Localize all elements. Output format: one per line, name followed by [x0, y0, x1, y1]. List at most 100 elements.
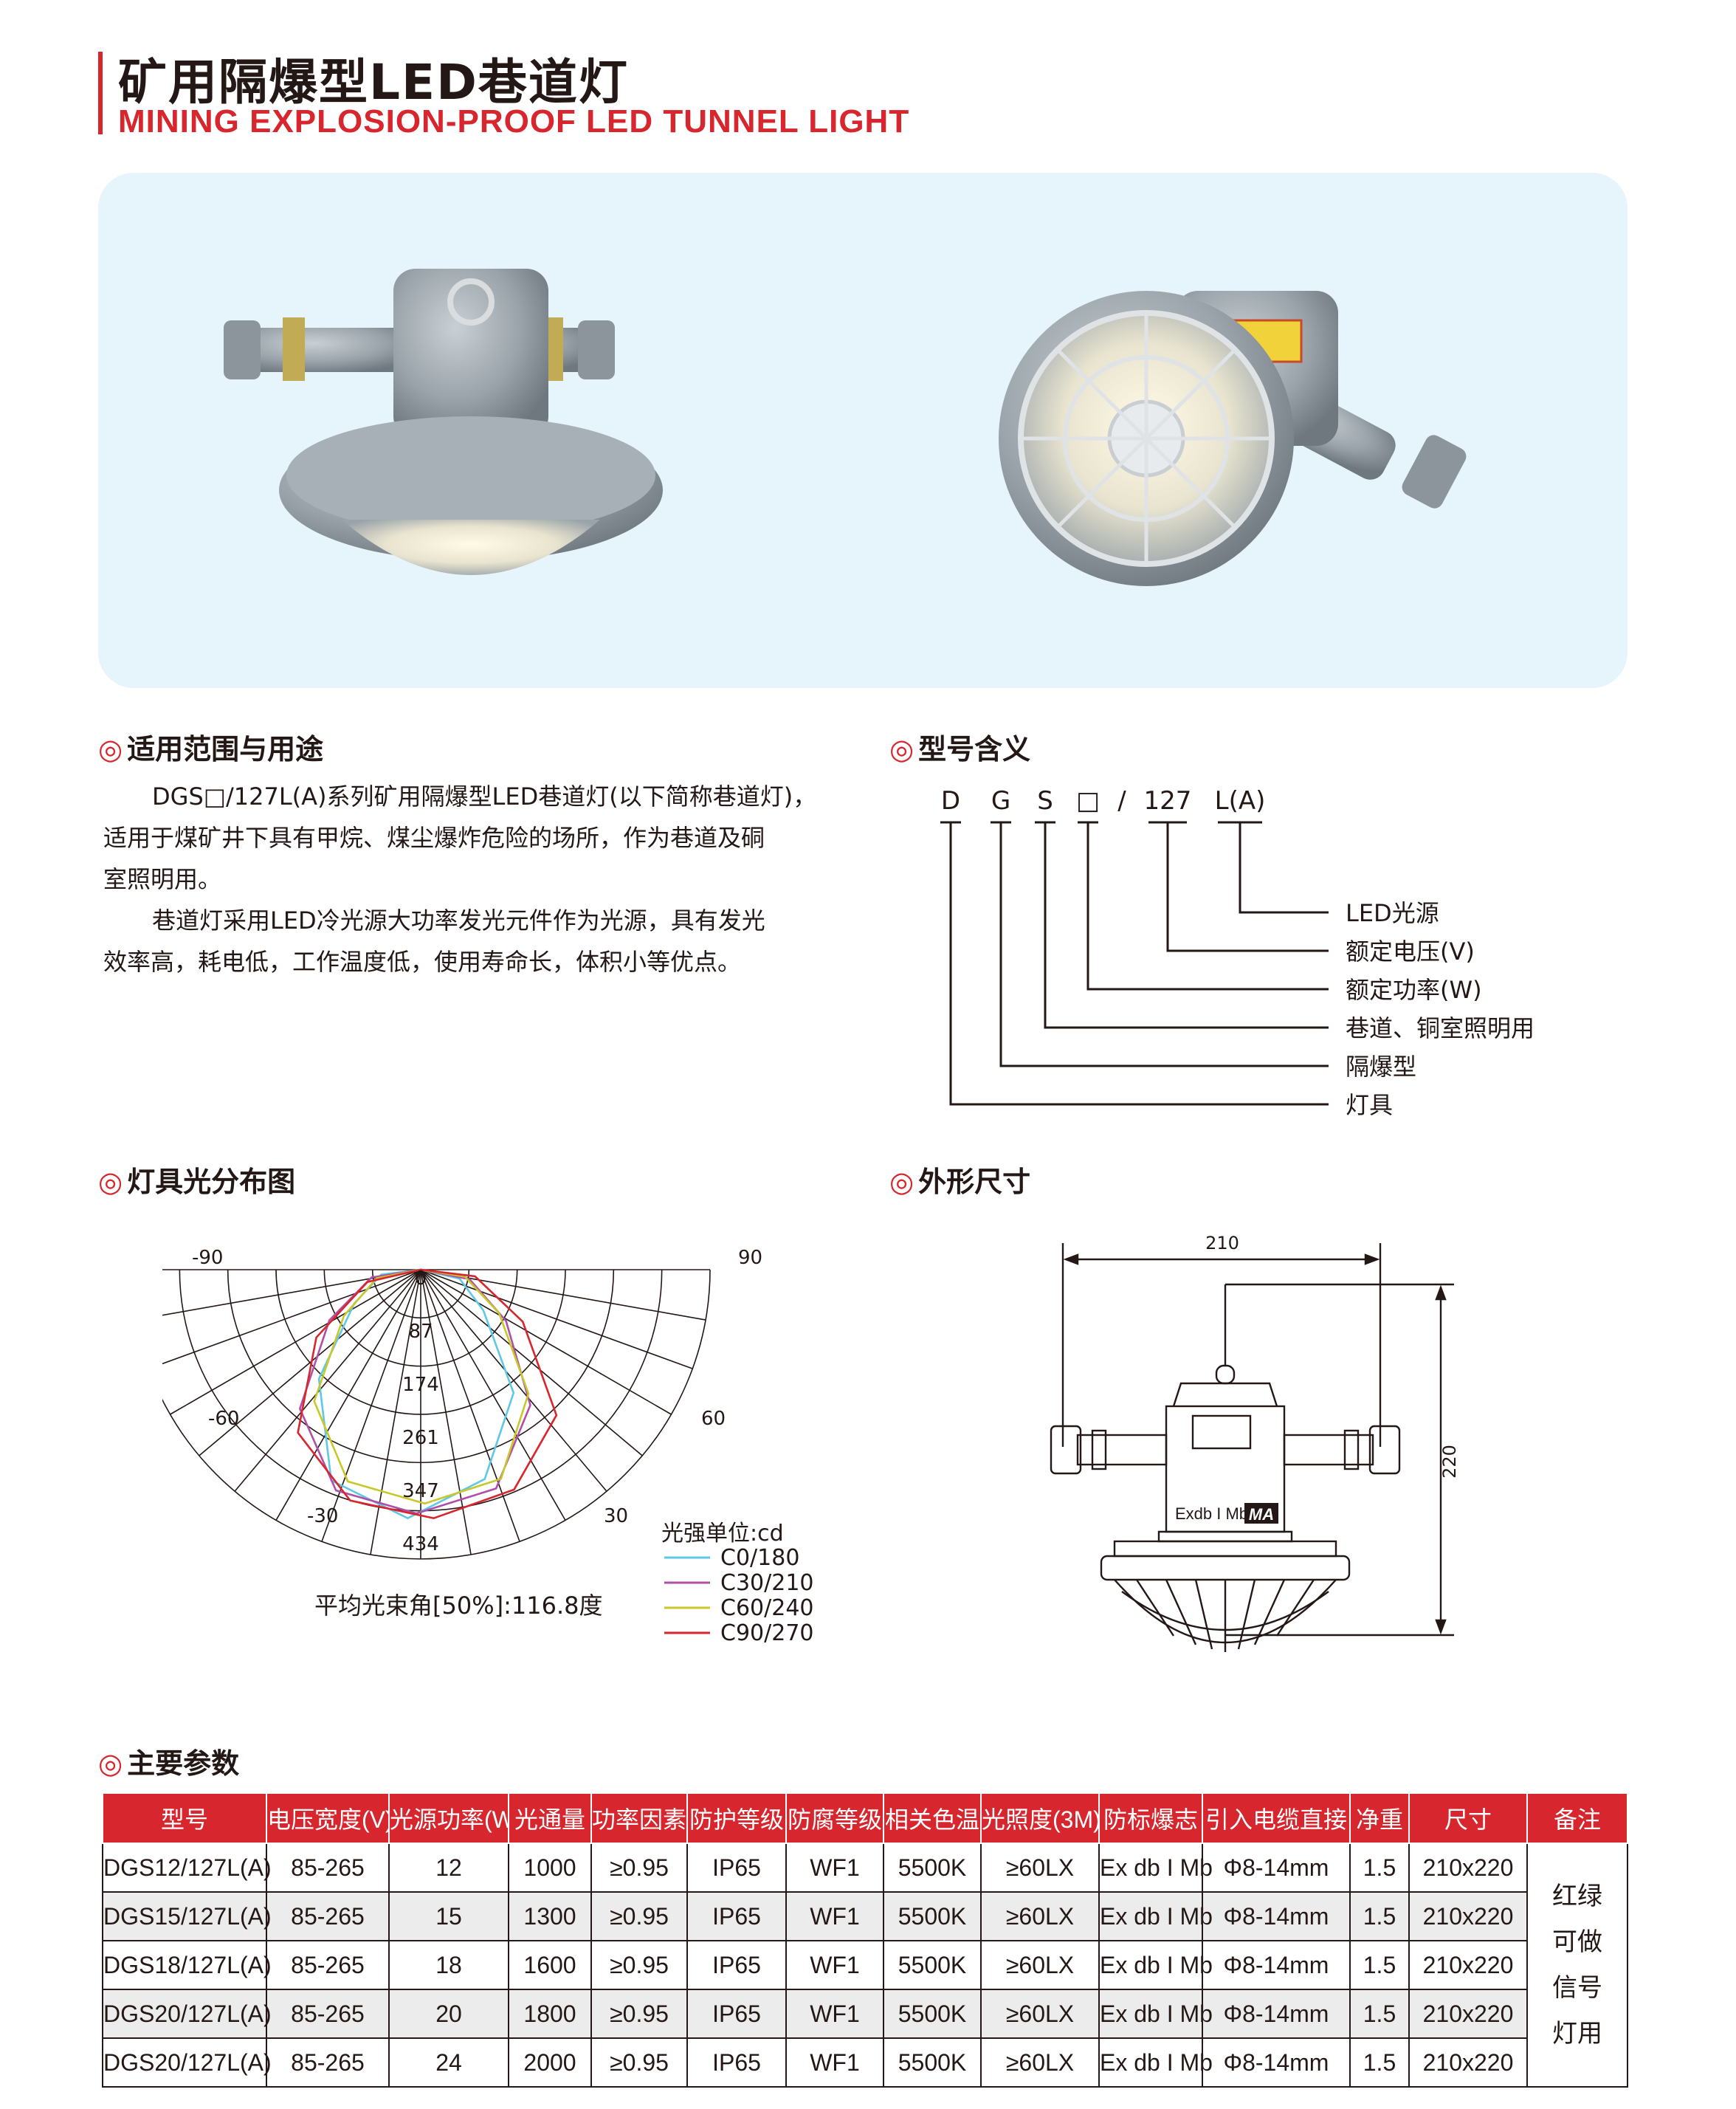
- section-bullet-icon: ◎: [889, 1166, 914, 1198]
- angle-label: 60: [701, 1408, 726, 1430]
- angle-label: -60: [208, 1408, 239, 1430]
- table-cell: DGS20/127L(A): [102, 1989, 272, 2039]
- table-cell: 5500K: [883, 1891, 982, 1941]
- table-cell: 85-265: [266, 1940, 390, 1990]
- product-photos: [224, 269, 1467, 586]
- table-cell: IP65: [686, 1989, 787, 2039]
- table-cell: 12: [388, 1843, 509, 1893]
- table-note-cell: 红绿可做信号灯用: [1526, 1843, 1628, 2088]
- section-title-dimensions: ◎外形尺寸: [889, 1166, 1031, 1198]
- model-letter: 127: [1144, 786, 1192, 816]
- polar-spoke: [420, 1269, 520, 1542]
- model-meaning: 隔爆型: [1346, 1053, 1416, 1081]
- table-cell: ≥60LX: [980, 1989, 1100, 2039]
- table-header-cell: 型号: [102, 1792, 267, 1844]
- usage-line: 巷道灯采用LED冷光源大功率发光元件作为光源，具有发光: [152, 906, 765, 935]
- table-cell: 1300: [508, 1891, 592, 1941]
- table-cell: WF1: [785, 2037, 884, 2088]
- table-cell: 5500K: [883, 1843, 982, 1893]
- table-cell: ≥0.95: [590, 1989, 688, 2039]
- table-cell: WF1: [785, 1989, 884, 2039]
- model-meaning: 灯具: [1346, 1091, 1393, 1119]
- table-cell: ≥0.95: [590, 2037, 688, 2088]
- table-cell: 1.5: [1349, 1989, 1410, 2039]
- distribution-curve: [313, 1268, 530, 1505]
- model-letter: G: [991, 786, 1010, 816]
- table-cell: 2000: [508, 2037, 592, 2088]
- table-cell: ≥0.95: [590, 1940, 688, 1990]
- polar-spoke: [321, 1269, 421, 1542]
- parameters-table: 型号电压宽度(V)光源功率(W)光通量功率因素防护等级防腐等级相关色温光照度(3…: [102, 1792, 1628, 2088]
- table-cell: DGS15/127L(A): [102, 1891, 272, 1941]
- page-subtitle: MINING EXPLOSION-PROOF LED TUNNEL LIGHT: [118, 103, 910, 140]
- table-cell: 210x220: [1408, 2037, 1528, 2088]
- table-cell: 5500K: [883, 2037, 982, 2088]
- table-cell: 1600: [508, 1940, 592, 1990]
- table-cell: WF1: [785, 1891, 884, 1941]
- section-title-usage: ◎适用范围与用途: [98, 733, 324, 765]
- table-header-cell: 功率因素: [590, 1792, 688, 1844]
- note-line: 信号: [1552, 1974, 1602, 2002]
- table-cell: 85-265: [266, 2037, 390, 2088]
- width-dimension-label: 210: [1205, 1233, 1239, 1253]
- table-cell: 210x220: [1408, 1891, 1528, 1941]
- table-cell: Ex db I Mb: [1098, 1989, 1213, 2039]
- table-cell: IP65: [686, 1843, 787, 1893]
- table-header-cell: 相关色温: [883, 1792, 982, 1844]
- table-header-cell: 备注: [1526, 1792, 1628, 1844]
- legend-label: C30/210: [720, 1570, 814, 1596]
- section-title-model: ◎型号含义: [889, 733, 1031, 765]
- polar-spoke: [420, 1269, 672, 1415]
- table-cell: DGS18/127L(A): [102, 1940, 272, 1990]
- table-cell: 85-265: [266, 1989, 390, 2039]
- height-dimension-label: 220: [1439, 1445, 1460, 1479]
- section-bullet-icon: ◎: [98, 733, 123, 765]
- usage-line: 效率高，耗电低，工作温度低，使用寿命长，体积小等优点。: [103, 948, 742, 976]
- table-cell: Φ8-14mm: [1202, 1843, 1351, 1893]
- ma-badge: [1244, 1503, 1278, 1524]
- table-cell: 85-265: [266, 1891, 390, 1941]
- product-photo-panel: [98, 173, 1628, 688]
- polar-spoke: [420, 1269, 607, 1492]
- angle-label: 30: [604, 1505, 628, 1527]
- table-header-cell: 尺寸: [1408, 1792, 1528, 1844]
- lamp-front-photo: [224, 269, 663, 575]
- model-letter: □: [1076, 786, 1100, 816]
- usage-description: DGS□/127L(A)系列矿用隔爆型LED巷道灯(以下简称巷道灯)， 适用于煤…: [103, 776, 900, 983]
- table-cell: 5500K: [883, 1940, 982, 1990]
- polar-spoke: [170, 1269, 421, 1415]
- beam-angle-note: 平均光束角[50%]:116.8度: [314, 1592, 603, 1620]
- table-cell: Ex db I Mb: [1098, 1940, 1213, 1990]
- table-cell: ≥60LX: [980, 2037, 1100, 2088]
- section-bullet-icon: ◎: [98, 1747, 123, 1780]
- legend-label: C90/270: [720, 1620, 814, 1646]
- table-cell: Φ8-14mm: [1202, 1891, 1351, 1941]
- table-cell: 5500K: [883, 1989, 982, 2039]
- angle-label: -30: [307, 1505, 338, 1527]
- table-cell: 1.5: [1349, 1843, 1410, 1893]
- section-title-params: ◎主要参数: [98, 1747, 240, 1780]
- table-header-row: 型号电压宽度(V)光源功率(W)光通量功率因素防护等级防腐等级相关色温光照度(3…: [102, 1792, 1628, 1844]
- table-header-cell: 防标爆志: [1098, 1792, 1203, 1844]
- table-cell: Ex db I Mb: [1098, 1891, 1213, 1941]
- model-meaning: LED光源: [1346, 899, 1439, 927]
- note-line: 可做: [1552, 1928, 1602, 1956]
- table-cell: 1800: [508, 1989, 592, 2039]
- table-cell: 20: [388, 1989, 509, 2039]
- dimension-drawing: 210 220 Exdb I Mb MA: [1050, 1233, 1460, 1652]
- table-cell: Φ8-14mm: [1202, 1940, 1351, 1990]
- table-header-cell: 防腐等级: [785, 1792, 884, 1844]
- ma-badge-text: MA: [1249, 1505, 1274, 1524]
- table-cell: WF1: [785, 1940, 884, 1990]
- table-cell: ≥60LX: [980, 1940, 1100, 1990]
- polar-spoke: [162, 1269, 421, 1365]
- table-cell: 85-265: [266, 1843, 390, 1893]
- polar-spoke: [420, 1269, 566, 1521]
- model-code-diagram: D G S □ / 127 L(A) LED光源 额定电压(V) 额定功率(W)…: [940, 786, 1534, 1119]
- table-cell: 210x220: [1408, 1940, 1528, 1990]
- table-cell: Φ8-14mm: [1202, 1989, 1351, 2039]
